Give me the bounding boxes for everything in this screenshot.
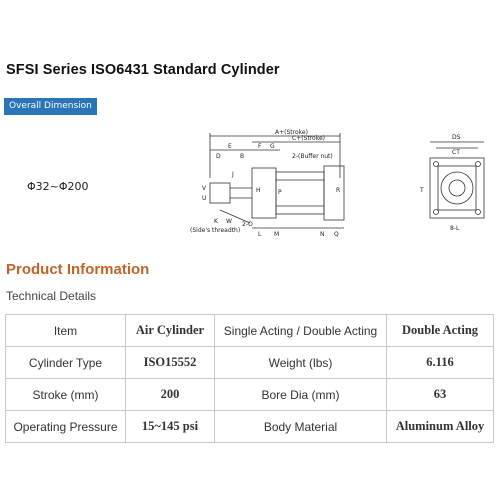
end-view-bore	[440, 171, 474, 205]
table-row: Item Air Cylinder Single Acting / Double…	[5, 314, 494, 347]
table-cell: Cylinder Type	[5, 346, 126, 379]
table-cell: 6.116	[386, 346, 494, 379]
label-a-stroke: A+(Stroke)	[275, 129, 308, 136]
page-title: SFSI Series ISO6431 Standard Cylinder	[6, 62, 280, 78]
label-g: G	[270, 143, 275, 150]
label-r: R	[336, 187, 340, 194]
label-h: H	[256, 187, 261, 194]
leader-line-k	[219, 209, 251, 224]
table-cell: Stroke (mm)	[5, 378, 126, 411]
label-2o: 2-O	[242, 221, 253, 228]
end-view-rod	[448, 179, 466, 197]
table-cell: ISO15552	[125, 346, 215, 379]
table-cell: 15~145 psi	[125, 410, 215, 443]
label-b: B	[240, 153, 244, 160]
table-row: Operating Pressure 15~145 psi Body Mater…	[5, 410, 494, 443]
rear-cover	[323, 165, 345, 221]
product-information-heading: Product Information	[6, 261, 150, 278]
label-q: Q	[334, 231, 339, 238]
label-ds: DS	[452, 134, 461, 141]
label-c-stroke: C+(Stroke)	[292, 135, 325, 142]
label-ct: CT	[452, 149, 460, 156]
table-cell: Bore Dia (mm)	[214, 378, 387, 411]
technical-details-heading: Technical Details	[6, 289, 97, 303]
table-cell: Body Material	[214, 410, 387, 443]
table-row: Cylinder Type ISO15552 Weight (lbs) 6.11…	[5, 346, 494, 379]
label-buffer-nut: 2-(Buffer nut)	[292, 153, 333, 160]
end-view-bolt	[433, 161, 439, 167]
label-e: E	[228, 143, 232, 150]
label-f: F	[258, 143, 262, 150]
label-k: K	[214, 218, 219, 225]
label-v: V	[202, 185, 207, 192]
label-side-thread: (Side's threadth)	[190, 227, 240, 234]
end-view-body	[429, 157, 485, 219]
table-cell: Operating Pressure	[5, 410, 126, 443]
technical-details-table: Item Air Cylinder Single Acting / Double…	[5, 314, 494, 443]
table-cell: Item	[5, 314, 126, 347]
label-8l: 8-L	[450, 225, 460, 232]
table-cell: 200	[125, 378, 215, 411]
overall-dimension-badge: Overall Dimension	[4, 98, 97, 115]
label-w: W	[226, 218, 232, 225]
end-view-inner	[437, 165, 477, 211]
bore-range-label: Φ32~Φ200	[27, 180, 89, 193]
table-cell: Single Acting / Double Acting	[214, 314, 387, 347]
label-t: T	[419, 187, 424, 194]
label-p: P	[278, 189, 282, 196]
table-cell: Weight (lbs)	[214, 346, 387, 379]
label-l: L	[258, 231, 262, 238]
label-j: J	[231, 171, 234, 178]
end-view-bolt	[475, 209, 481, 215]
table-cell: Double Acting	[386, 314, 494, 347]
table-cell: 63	[386, 378, 494, 411]
dimension-drawing: A+(Stroke) C+(Stroke) 2-(Buffer nut) E B…	[190, 129, 485, 238]
label-n: N	[320, 231, 325, 238]
label-u: U	[202, 195, 206, 202]
table-cell: Air Cylinder	[125, 314, 215, 347]
table-cell: Aluminum Alloy	[386, 410, 494, 443]
cylinder-barrel	[275, 171, 325, 215]
label-d: D	[216, 153, 221, 160]
label-m: M	[274, 231, 279, 238]
end-view-bolt	[475, 161, 481, 167]
rod-end	[209, 182, 231, 204]
end-view-bolt	[433, 209, 439, 215]
table-row: Stroke (mm) 200 Bore Dia (mm) 63	[5, 378, 494, 411]
